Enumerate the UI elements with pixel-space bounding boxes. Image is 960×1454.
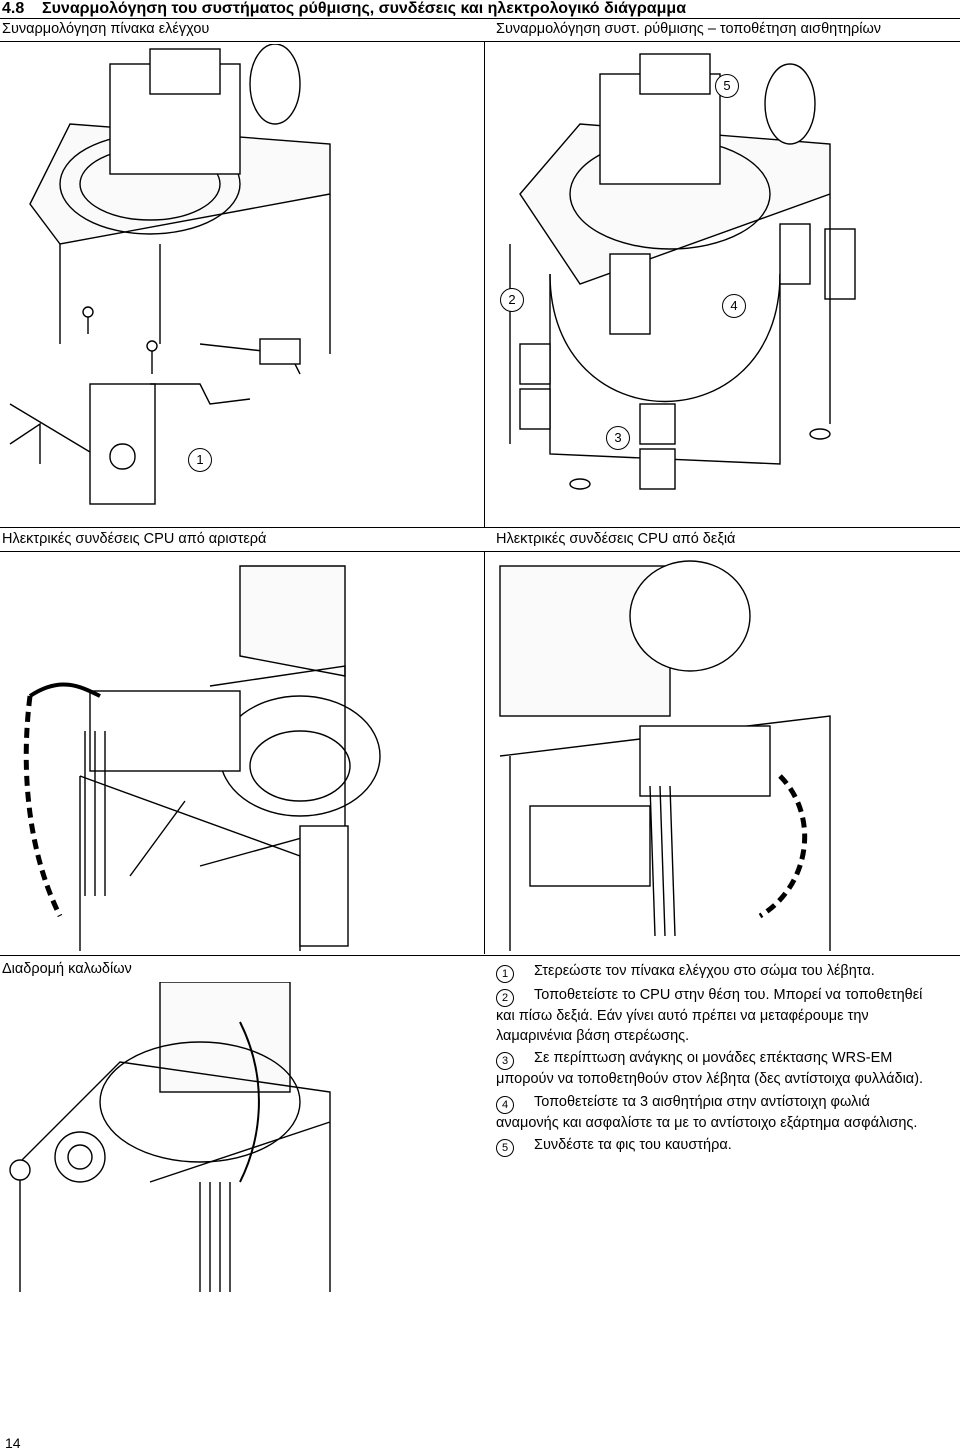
callout-marker: 4 [722,294,746,318]
caption-cpu-right: Ηλεκτρικές συνδέσεις CPU από δεξιά [496,531,736,547]
instruction-text: Στερεώστε τον πίνακα ελέγχου στο σώμα το… [534,963,875,979]
callout-marker: 5 [715,74,739,98]
caption-sensor-mounting: Συναρμολόγηση συστ. ρύθμισης – τοποθέτησ… [496,21,882,37]
instruction-text: Τοποθετείστε το CPU στην θέση του. Μπορε… [496,987,923,1044]
divider-bottom [0,955,960,956]
marker-icon: 5 [496,1139,514,1157]
divider-vertical-middle [484,552,485,954]
divider-vertical-top [484,42,485,527]
divider-middle [0,527,960,528]
divider-middle-2 [0,551,960,552]
instruction-item: 5 Συνδέστε τα φις του καυστήρα. [496,1136,936,1157]
callout-marker: 2 [500,288,524,312]
callout-marker: 3 [606,426,630,450]
caption-cable-routing: Διαδρομή καλωδίων [2,961,132,977]
instruction-list: 1 Στερεώστε τον πίνακα ελέγχου στο σώμα τ… [496,962,936,1160]
instruction-text: Συνδέστε τα φις του καυστήρα. [534,1137,732,1153]
marker-icon: 4 [496,1095,514,1114]
instruction-item: 1 Στερεώστε τον πίνακα ελέγχου στο σώμα τ… [496,962,936,983]
marker-icon: 2 [496,989,514,1007]
section-header: 4.8 Συναρμολόγηση του συστήματος ρύθμιση… [0,0,960,19]
figure-cpu-connections-left [0,556,480,951]
caption-cpu-left: Ηλεκτρικές συνδέσεις CPU από αριστερά [2,531,267,547]
figure-cable-routing [0,982,350,1292]
marker-icon: 1 [496,965,514,983]
figure-cpu-connections-right [490,556,960,951]
instruction-text: Τοποθετείστε τα 3 αισθητήρια στην αντίστ… [496,1093,918,1131]
section-number: 4.8 [2,0,25,17]
instruction-text: Σε περίπτωση ανάγκης οι μονάδες επέκταση… [496,1050,924,1087]
figure-sensor-mounting: 5 2 4 3 [490,44,960,524]
divider-top [0,41,960,42]
callout-marker: 1 [188,448,212,472]
section-title: Συναρμολόγηση του συστήματος ρύθμισης, σ… [42,0,687,17]
caption-control-panel-assembly: Συναρμολόγηση πίνακα ελέγχου [2,21,210,37]
page-number: 14 [5,1435,21,1451]
figure-control-panel-assembly: 1 [0,44,480,524]
marker-icon: 3 [496,1052,514,1070]
